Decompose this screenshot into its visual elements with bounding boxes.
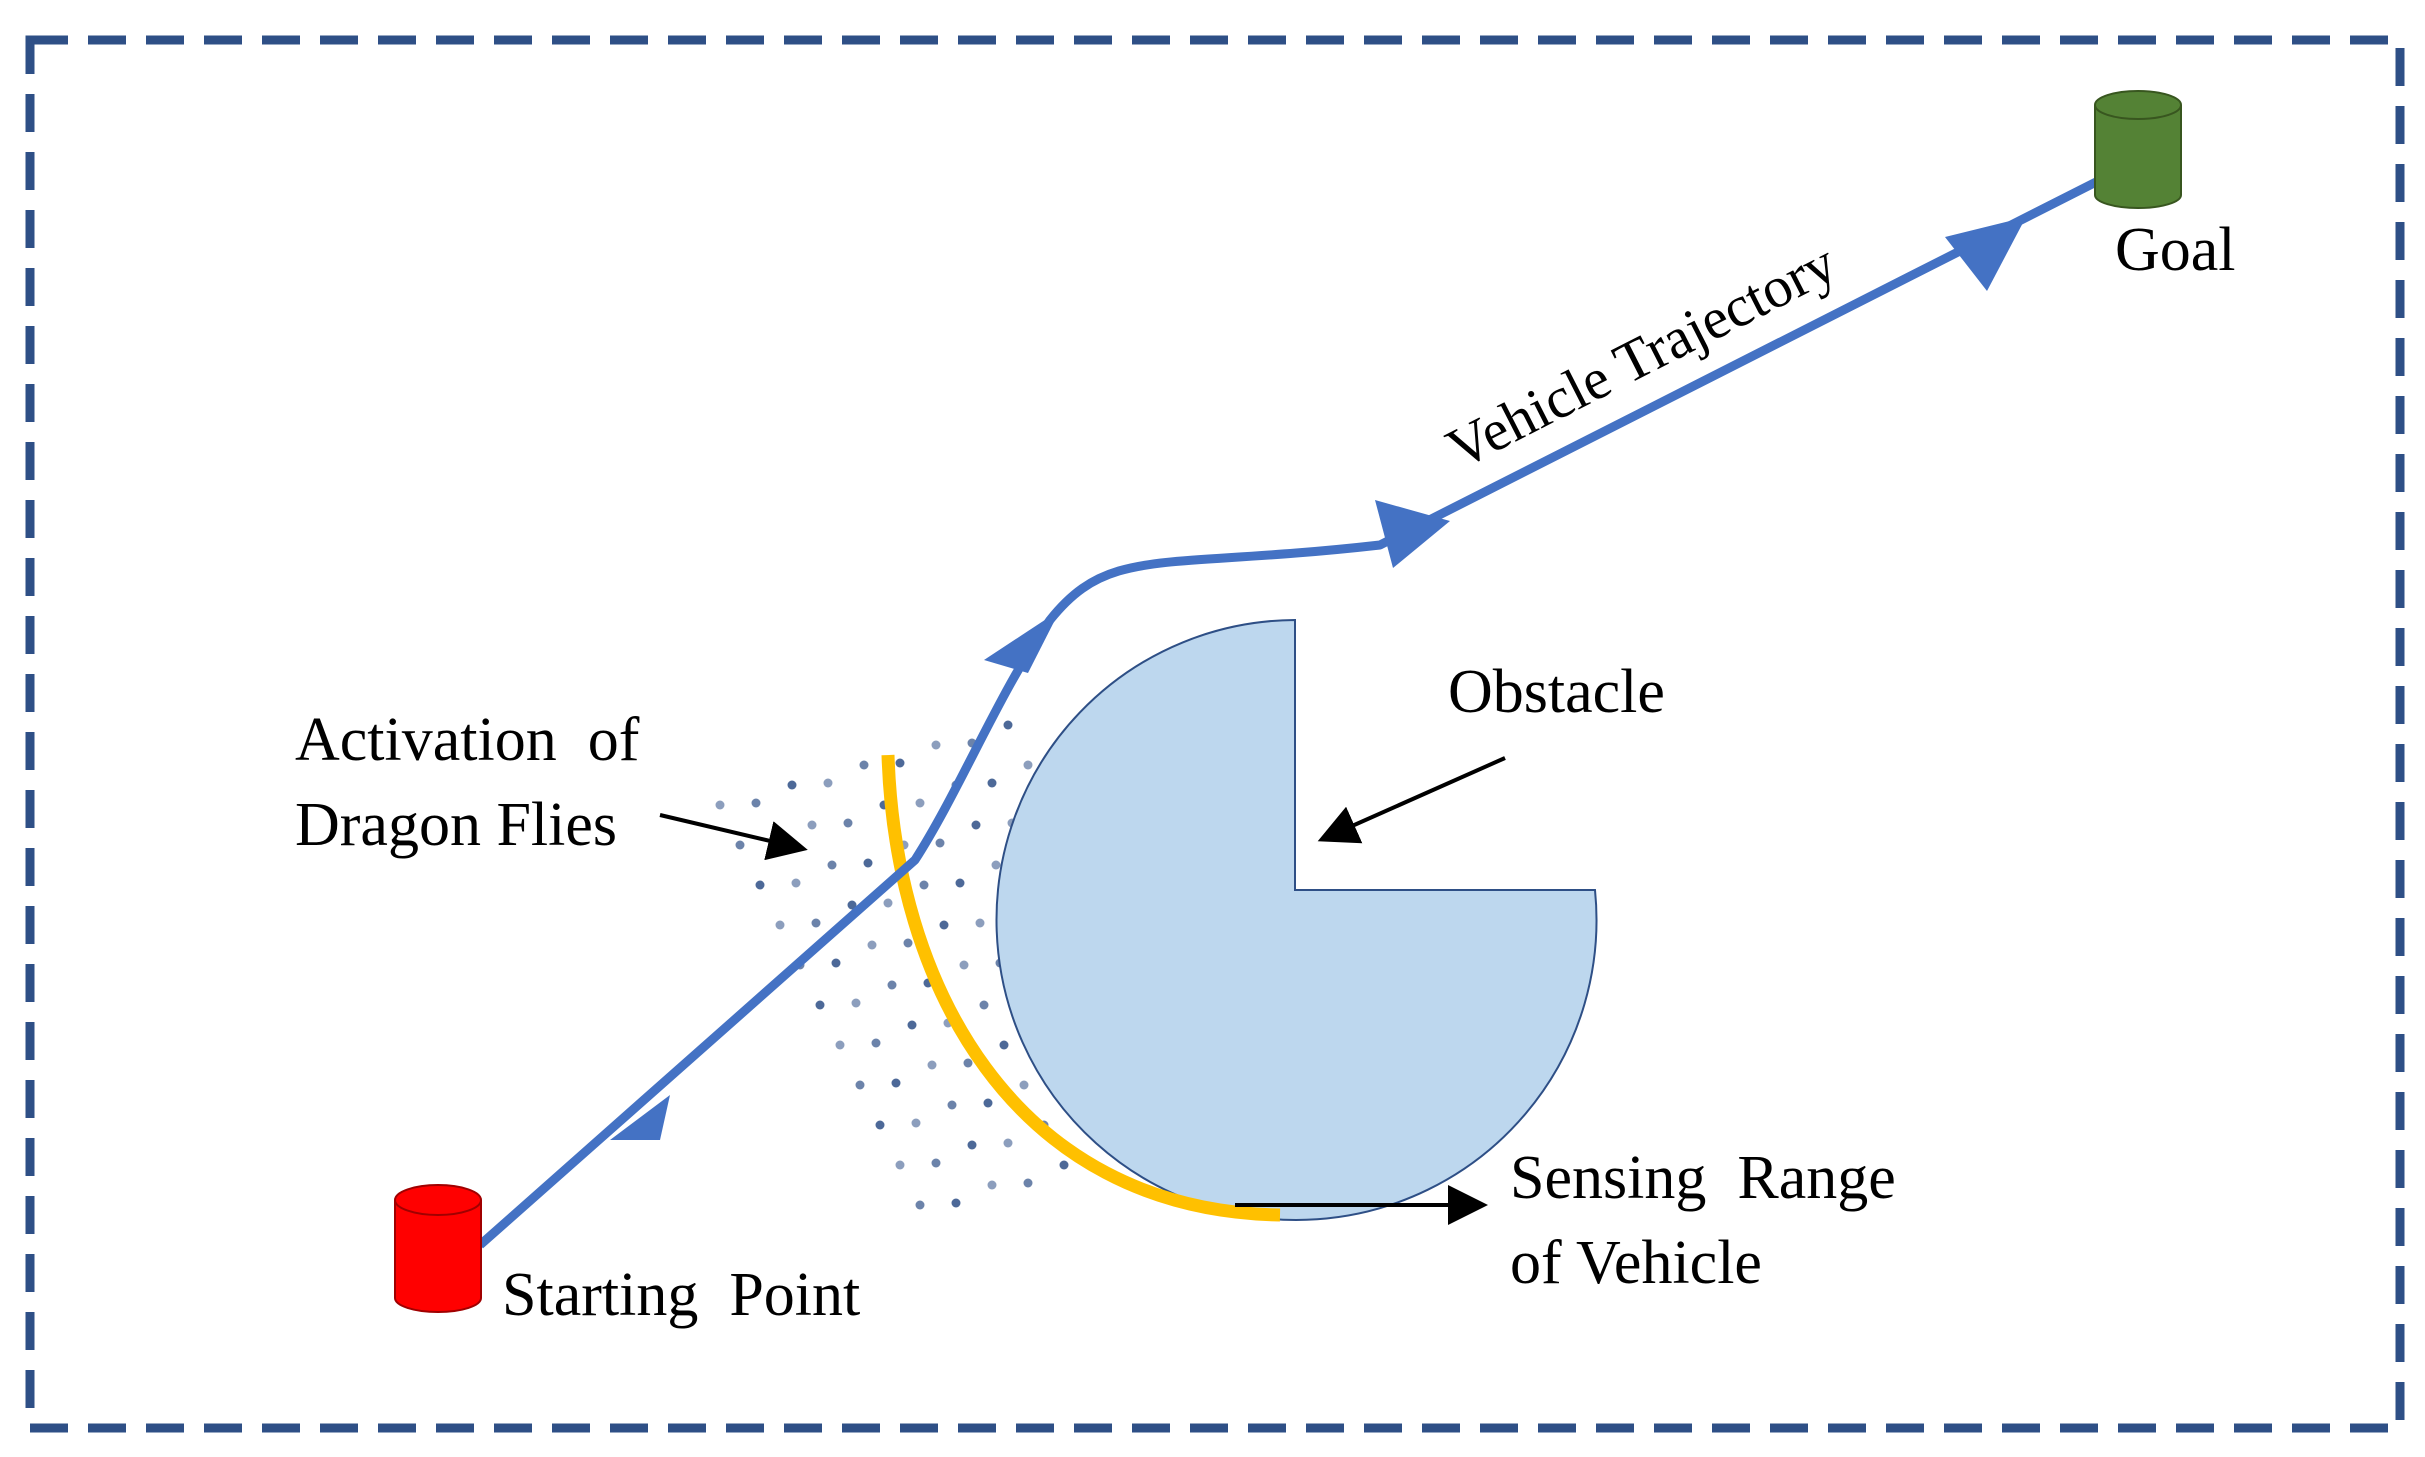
dragon-fly-dot [891,1078,901,1088]
dragon-fly-dot [775,920,785,930]
trajectory-arrowhead [610,1095,670,1140]
start-label: Starting Point [502,1261,860,1329]
dragon-fly-dot [859,760,869,770]
dragon-fly-dot [911,1118,921,1128]
dragon-fly-dot [931,740,941,750]
activation-label-line1: Activation of [295,706,640,774]
dragon-fly-dot [823,778,833,788]
dragon-fly-dot [955,878,965,888]
dragon-fly-dot [895,758,905,768]
obstacle-shape [995,618,1598,1221]
dragon-fly-dot [831,958,841,968]
sensing-range-arc [881,754,1281,1222]
dragon-fly-dot [895,1160,905,1170]
dragon-fly-dot [1059,1160,1069,1170]
dragon-fly-dot [999,1040,1009,1050]
dragon-fly-dot [883,898,893,908]
trajectory-label: Vehicle Trajectory [1436,230,1846,482]
dragon-fly-dot [991,860,1001,870]
sensing-label-line2: of Vehicle [1510,1229,1762,1297]
sensing-label-line1: Sensing Range [1510,1144,1896,1212]
trajectory-arrowhead [1375,500,1450,568]
dragon-fly-dot [847,900,857,910]
dashed-frame [25,35,2405,1433]
dragon-fly-dot [963,1058,973,1068]
dragon-fly-dot [983,1098,993,1108]
dragon-fly-dot [715,800,725,810]
start-cylinder-icon [394,1184,482,1313]
dragon-fly-dot [827,860,837,870]
dragon-fly-dot [959,960,969,970]
dragon-fly-dot [967,1140,977,1150]
obstacle-pointer-arrow [1317,756,1506,844]
dragon-fly-dot [863,858,873,868]
dragon-fly-dot [871,1038,881,1048]
dragon-fly-dot [875,1120,885,1130]
dragon-fly-dot [979,1000,989,1010]
dragon-fly-dot [887,980,897,990]
dragon-fly-dot [915,1200,925,1210]
dragon-fly-dot [971,820,981,830]
dragon-fly-dot [927,1060,937,1070]
dragon-fly-dot [975,918,985,928]
dragon-fly-dot [815,1000,825,1010]
dragon-fly-dot [903,938,913,948]
dragon-fly-dot [907,1020,917,1030]
goal-label: Goal [2115,216,2236,284]
dragon-fly-dot [951,1198,961,1208]
dragon-fly-dot [987,1180,997,1190]
dragon-fly-dot [851,998,861,1008]
dragon-fly-dot [787,780,797,790]
dragon-fly-dot [947,1100,957,1110]
obstacle-label: Obstacle [1448,658,1665,726]
dragon-fly-dot [987,778,997,788]
activation-label-line2: Dragon Flies [295,791,617,859]
trajectory-arrowhead [984,610,1060,673]
dragon-fly-dot [867,940,877,950]
dragon-fly-dot [931,1158,941,1168]
dragon-fly-dot [1023,1178,1033,1188]
dragon-fly-dot [791,878,801,888]
goal-cylinder-icon [2094,90,2182,209]
dragon-fly-dot [939,920,949,930]
dragon-fly-dot [735,840,745,850]
dragon-fly-dot [751,798,761,808]
dragon-fly-dot [935,838,945,848]
activation-pointer-arrow [659,813,808,861]
dragon-fly-dot [1019,1080,1029,1090]
dragon-fly-dot [1003,1138,1013,1148]
dragon-fly-dot [1003,720,1013,730]
dragon-fly-dot [1023,760,1033,770]
dragon-fly-dot [855,1080,865,1090]
dragon-fly-dot [807,820,817,830]
dragon-fly-dot [835,1040,845,1050]
dragon-fly-dot [843,818,853,828]
dragon-fly-dot [919,880,929,890]
dragon-fly-dot [755,880,765,890]
dragon-fly-dot [811,918,821,928]
dragon-fly-dot [915,798,925,808]
trajectory-arrowhead [1945,217,2026,291]
